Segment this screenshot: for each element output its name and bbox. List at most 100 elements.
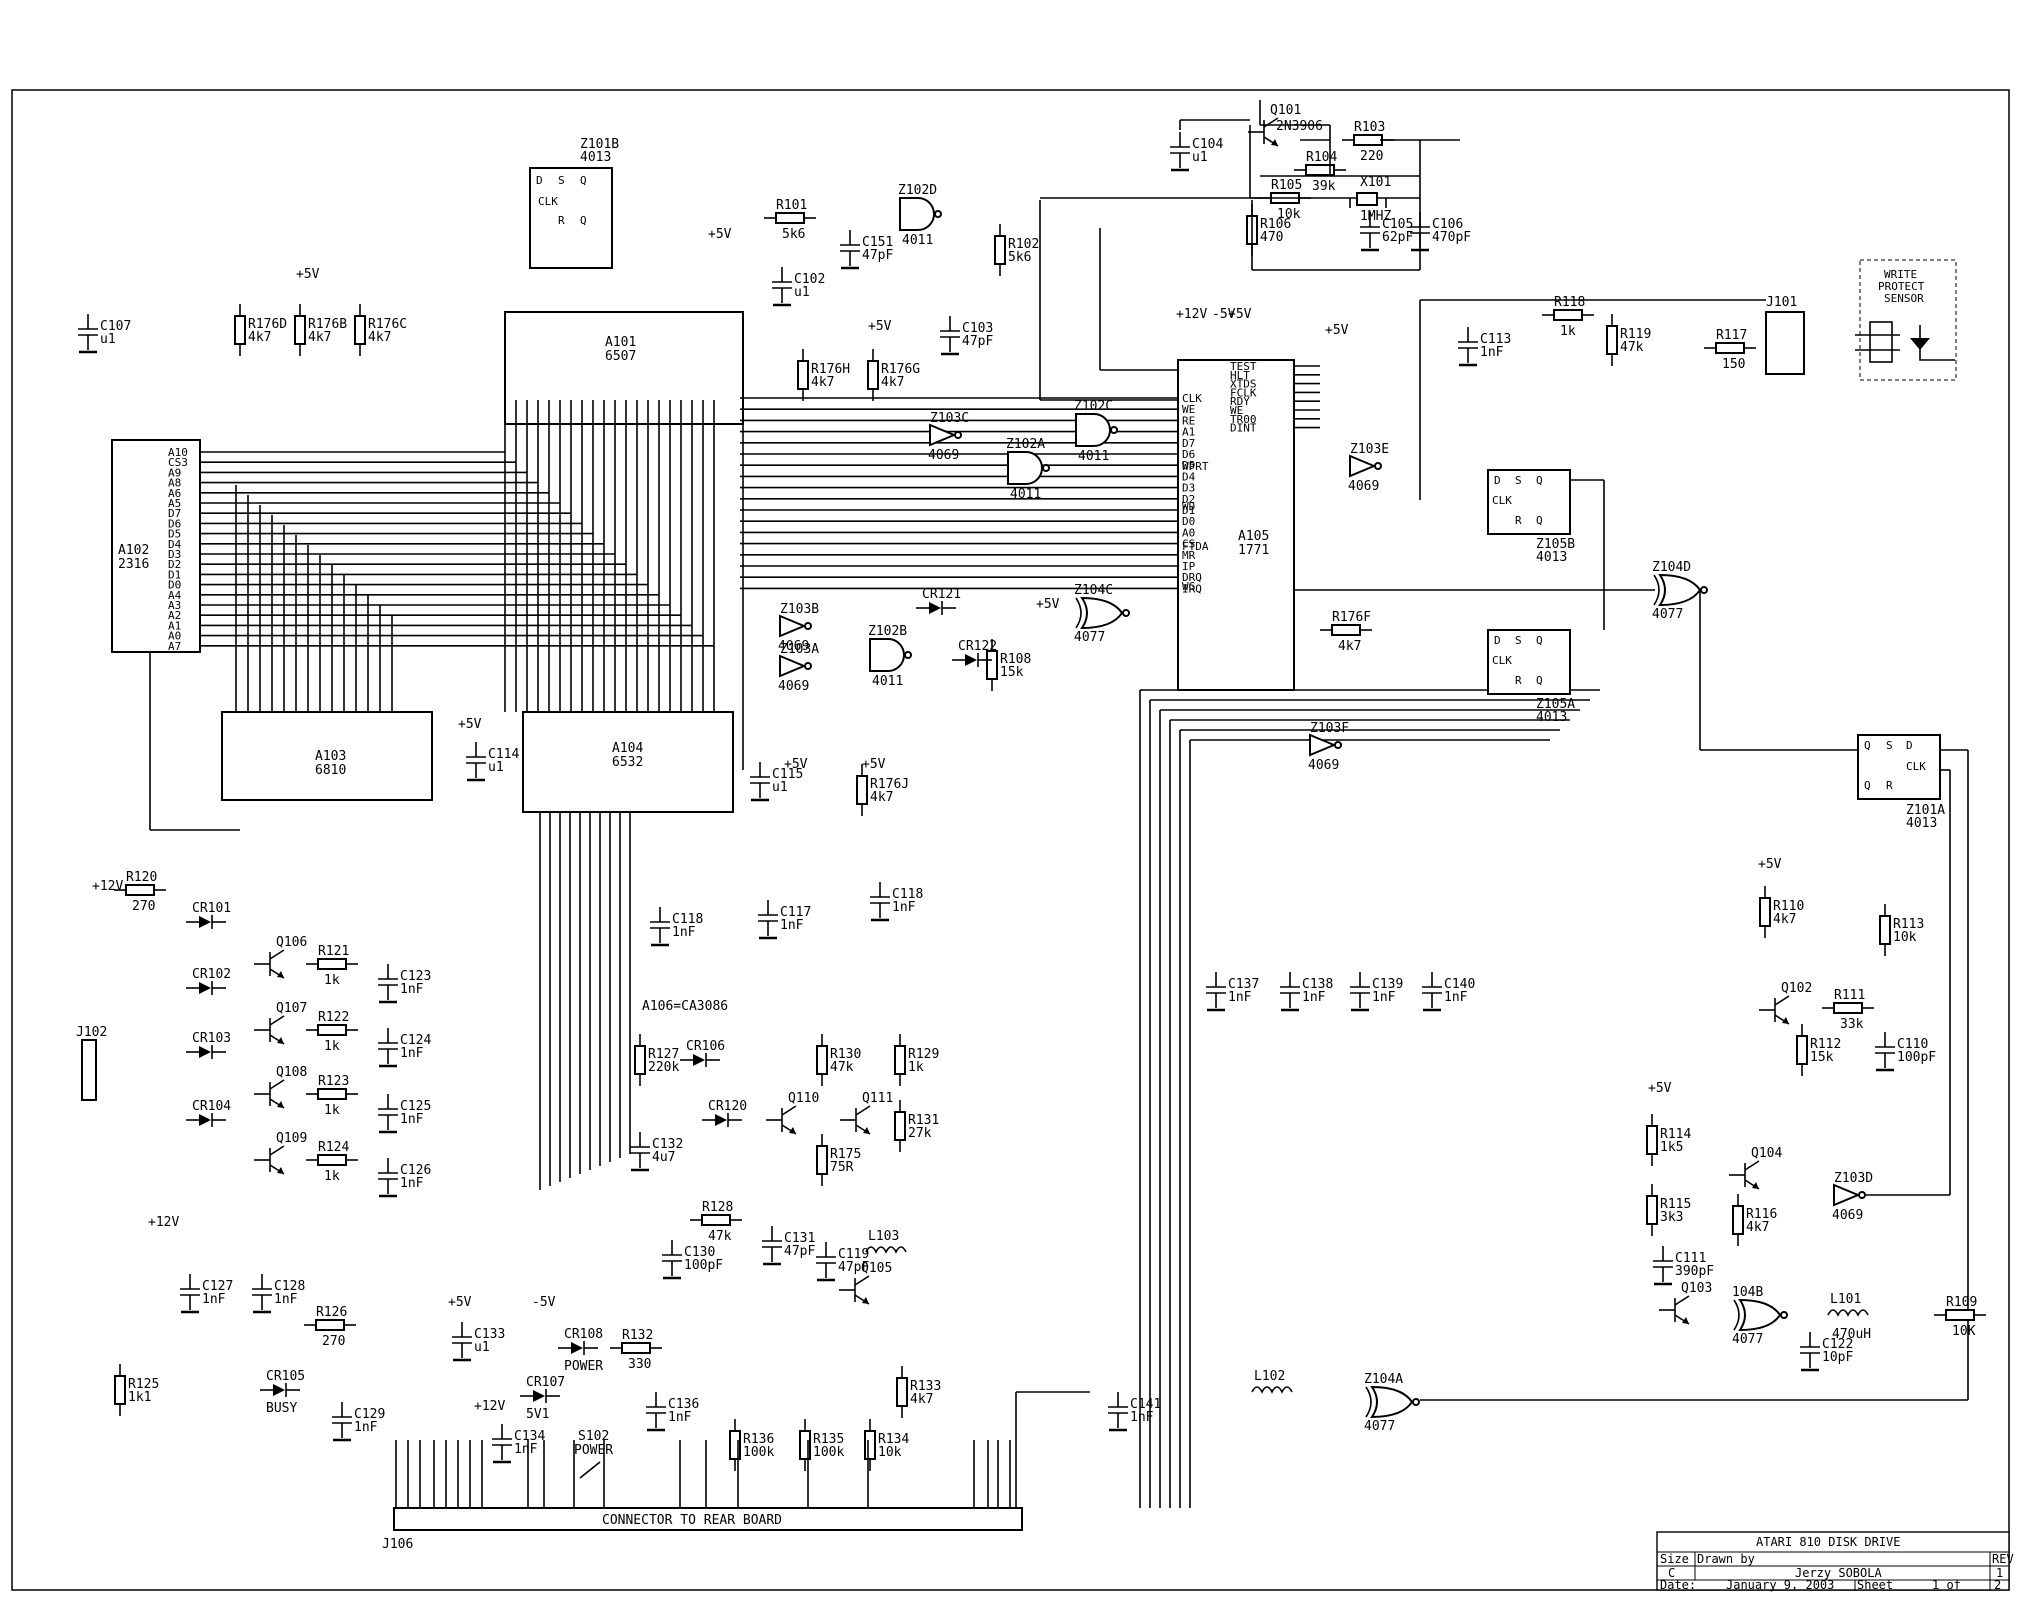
inductor-l103: L103	[865, 1229, 907, 1254]
resistor-ref: R101	[776, 198, 807, 213]
capacitor-ref: C128	[274, 1279, 305, 1294]
transistor-q102: Q102	[1759, 981, 1812, 1025]
resistor-value: 270	[322, 1334, 345, 1349]
chip-a104: A104 6532	[522, 711, 734, 813]
a102-pin-label: A9	[168, 466, 181, 479]
crystal-value: 1MHZ	[1360, 209, 1391, 224]
capacitor-ref: C115	[772, 767, 803, 782]
diode-ref: CR107	[526, 1375, 565, 1390]
crystal-ref: X101	[1360, 175, 1391, 190]
chip-a105: A105 1771 TESTHLTXTDSFCLKRDYWETR00DINTCL…	[740, 359, 1320, 691]
svg-text:R: R	[558, 214, 565, 227]
a105-pin-label: WD	[1182, 500, 1195, 513]
diode-cr102: CR102	[186, 967, 231, 995]
a105-pin-label: D1	[1182, 504, 1195, 517]
a102-pin-label: D0	[168, 579, 181, 592]
gate-part: 4069	[928, 448, 959, 463]
a102-pin-label: A10	[168, 446, 188, 459]
resistor-value: 1k5	[1660, 1140, 1683, 1155]
capacitor-value: 47pF	[784, 1244, 815, 1259]
a102-pin-label: CS3	[168, 456, 188, 469]
resistor-ref: R135	[813, 1432, 844, 1447]
title-block-size-label: Size	[1660, 1552, 1689, 1566]
resistor-value: 4k7	[1773, 912, 1796, 927]
power-rail-label: +12V	[1176, 307, 1207, 322]
svg-text:CLK: CLK	[1492, 654, 1512, 667]
resistor-value: 220k	[648, 1060, 679, 1075]
wire	[855, 1105, 871, 1116]
power-rail-label: +5V	[868, 319, 892, 334]
a102-pin-label: D7	[168, 507, 181, 520]
resistor-ref: R136	[743, 1432, 774, 1447]
resistor-value: 1k1	[128, 1390, 151, 1405]
resistor-value: 75R	[830, 1160, 854, 1175]
capacitor-ref: C138	[1302, 977, 1333, 992]
transistor-ref: Q103	[1681, 1281, 1712, 1296]
power-rail-label: +12V	[92, 879, 123, 894]
a105-pin-label: MR	[1182, 549, 1196, 562]
capacitor-value: 1nF	[1302, 990, 1326, 1005]
a105-pin-label: IP	[1182, 560, 1196, 573]
resistor-value: 5k6	[1008, 250, 1031, 265]
a105-pin-label: DRQ	[1182, 571, 1202, 584]
resistor-ref: R176J	[870, 777, 909, 792]
capacitor-value: 1nF	[514, 1442, 538, 1457]
svg-text:R: R	[1515, 514, 1522, 527]
resistor-ref: R132	[622, 1328, 653, 1343]
diode-label: BUSY	[266, 1401, 297, 1416]
power-rail-label: +5V	[1758, 857, 1782, 872]
transistor-ref: Q104	[1751, 1146, 1782, 1161]
capacitor-ref: C113	[1480, 332, 1511, 347]
gate-part: 4077	[1364, 1419, 1395, 1434]
capacitor-ref: C125	[400, 1099, 431, 1114]
resistor-value: 4k7	[308, 330, 331, 345]
diode-cr104: CR104	[186, 1099, 231, 1127]
capacitor-ref: C123	[400, 969, 431, 984]
svg-text:S: S	[1515, 474, 1522, 487]
wire	[1774, 995, 1790, 1006]
resistor-ref: R122	[318, 1010, 349, 1025]
resistor-value: 270	[132, 899, 155, 914]
title-block-sheet-label: Sheet	[1857, 1578, 1893, 1592]
resistor-ref: R128	[702, 1200, 733, 1215]
resistor-value: 10K	[1952, 1324, 1976, 1339]
a105-pin-label: A1	[1182, 426, 1195, 439]
capacitor-ref: C134	[514, 1429, 545, 1444]
resistor-value: 4k7	[368, 330, 391, 345]
gate-ref: Z103C	[930, 411, 969, 426]
transistor-ref: Q108	[276, 1065, 307, 1080]
a102-pin-label: A4	[168, 589, 182, 602]
capacitor-ref: C136	[668, 1397, 699, 1412]
resistor-ref: R120	[126, 870, 157, 885]
passive-components: R1015k6R1025k6R103220R10439kR10510kR1064…	[77, 120, 1986, 1471]
capacitor-value: 4u7	[652, 1150, 675, 1165]
resistor-ref: R105	[1271, 178, 1302, 193]
gate-part: 4069	[1308, 758, 1339, 773]
resistor-value: 5k6	[782, 227, 805, 242]
power-rail-label: +12V	[474, 1399, 505, 1414]
j102-ref: J102	[76, 1025, 107, 1040]
resistor-ref: R176D	[248, 317, 287, 332]
power-rail-label: +5V	[448, 1295, 472, 1310]
diode-ref: CR122	[958, 639, 997, 654]
diode-ref: CR101	[192, 901, 231, 916]
